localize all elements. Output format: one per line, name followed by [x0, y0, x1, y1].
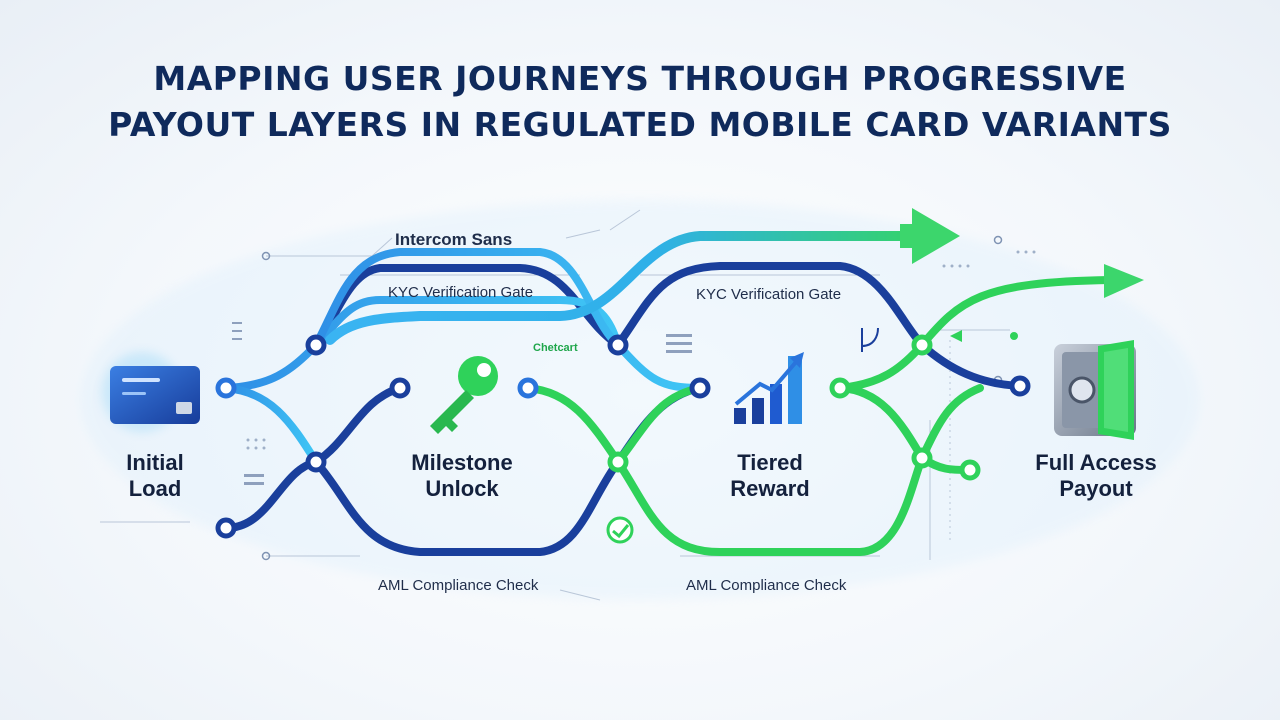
stage-label-line: Tiered [737, 450, 803, 475]
checkpoint-tag: Chetcart [533, 342, 578, 354]
path-nodes [215, 334, 1031, 539]
kyc-gate-right-label: KYC Verification Gate [696, 286, 842, 303]
branch-glyph [861, 327, 879, 352]
stage-label-line: Milestone [411, 450, 513, 475]
stage-label-line: Reward [730, 476, 810, 501]
bar-chart-icon [734, 352, 804, 424]
pointer-dot [1010, 332, 1018, 340]
credit-card-icon [102, 352, 200, 432]
stage-milestone-unlock: Milestone Unlock [392, 450, 532, 502]
light-blue-lanes [222, 248, 704, 466]
dot-grid [246, 250, 1036, 450]
key-icon [430, 356, 498, 434]
stage-label-line: Initial [126, 450, 184, 475]
title-line-1: MAPPING USER JOURNEYS THROUGH PROGRESSIV… [153, 59, 1127, 98]
stage-tiered-reward: Tiered Reward [710, 450, 830, 502]
stage-initial-load: Initial Load [100, 450, 210, 502]
list-glyphs [232, 322, 692, 485]
lower-arrow-head [1104, 264, 1144, 298]
left-pointer-icon [950, 330, 962, 342]
stage-label-line: Load [128, 476, 182, 501]
aml-check-left-label: AML Compliance Check [378, 577, 539, 594]
stage-label-line: Unlock [425, 476, 499, 501]
top-heading-label: Intercom Sans [395, 230, 513, 249]
page-title: MAPPING USER JOURNEYS THROUGH PROGRESSIV… [0, 56, 1280, 148]
upper-arrow-head [900, 208, 960, 264]
vault-icon [1054, 340, 1136, 440]
stage-label-line: Payout [1059, 476, 1133, 501]
upper-arrow-path [325, 231, 925, 345]
check-icon [606, 516, 634, 544]
title-line-2: PAYOUT LAYERS IN REGULATED MOBILE CARD V… [108, 105, 1172, 144]
stage-label-line: Full Access [1035, 450, 1157, 475]
kyc-gate-left-label: KYC Verification Gate [388, 284, 534, 301]
stage-full-access-payout: Full Access Payout [1020, 450, 1172, 502]
aml-check-right-label: AML Compliance Check [686, 577, 847, 594]
